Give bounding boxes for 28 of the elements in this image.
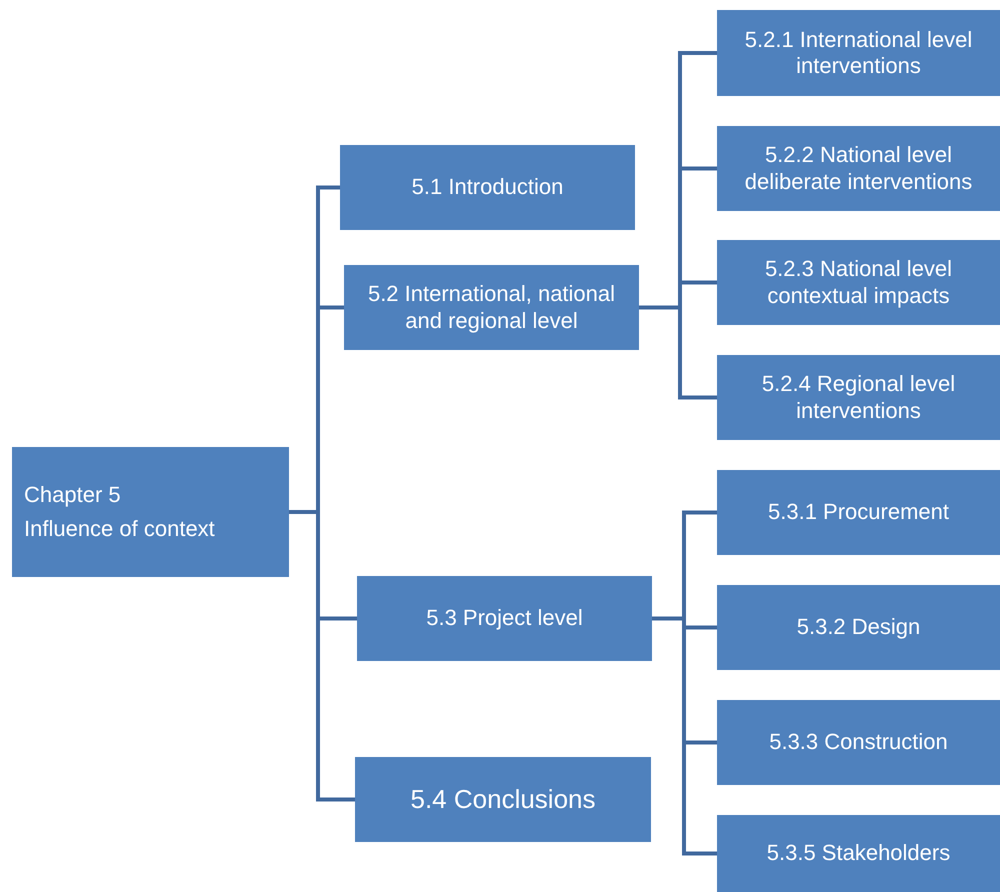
section-box <box>355 757 651 842</box>
section-title: 5.3.3 Construction <box>769 729 948 756</box>
section-box <box>340 145 635 230</box>
section-box <box>344 265 639 350</box>
section-title: 5.3.1 Procurement <box>768 499 949 526</box>
section-title: 5.3.5 Stakeholders <box>766 840 950 867</box>
section-title: 5.2.3 National level contextual impacts <box>764 256 954 309</box>
section-title: 5.2.2 National level deliberate interventions <box>744 142 974 195</box>
section-box <box>717 126 1000 211</box>
section-box <box>717 240 1000 325</box>
section-box <box>12 447 289 577</box>
section-title: 5.4 Conclusions <box>410 784 596 816</box>
section-box <box>717 585 1000 670</box>
section-title: Influence of context <box>24 516 215 542</box>
section-title: 5.1 Introduction <box>412 174 564 201</box>
section-title: 5.3 Project level <box>426 605 583 632</box>
section-box <box>717 815 1000 892</box>
section-title: 5.2 International, national and regional level <box>366 281 616 334</box>
section-title: Chapter 5 <box>24 482 121 508</box>
section-title: 5.2.4 Regional level interventions <box>760 371 956 424</box>
connector-line <box>289 510 355 802</box>
section-box <box>717 700 1000 785</box>
section-box <box>717 355 1000 440</box>
section-box <box>717 470 1000 555</box>
section-box <box>717 10 1000 96</box>
section-box <box>357 576 652 661</box>
section-title: 5.3.2 Design <box>796 614 920 641</box>
section-title: 5.2.1 International level interventions <box>744 26 974 80</box>
